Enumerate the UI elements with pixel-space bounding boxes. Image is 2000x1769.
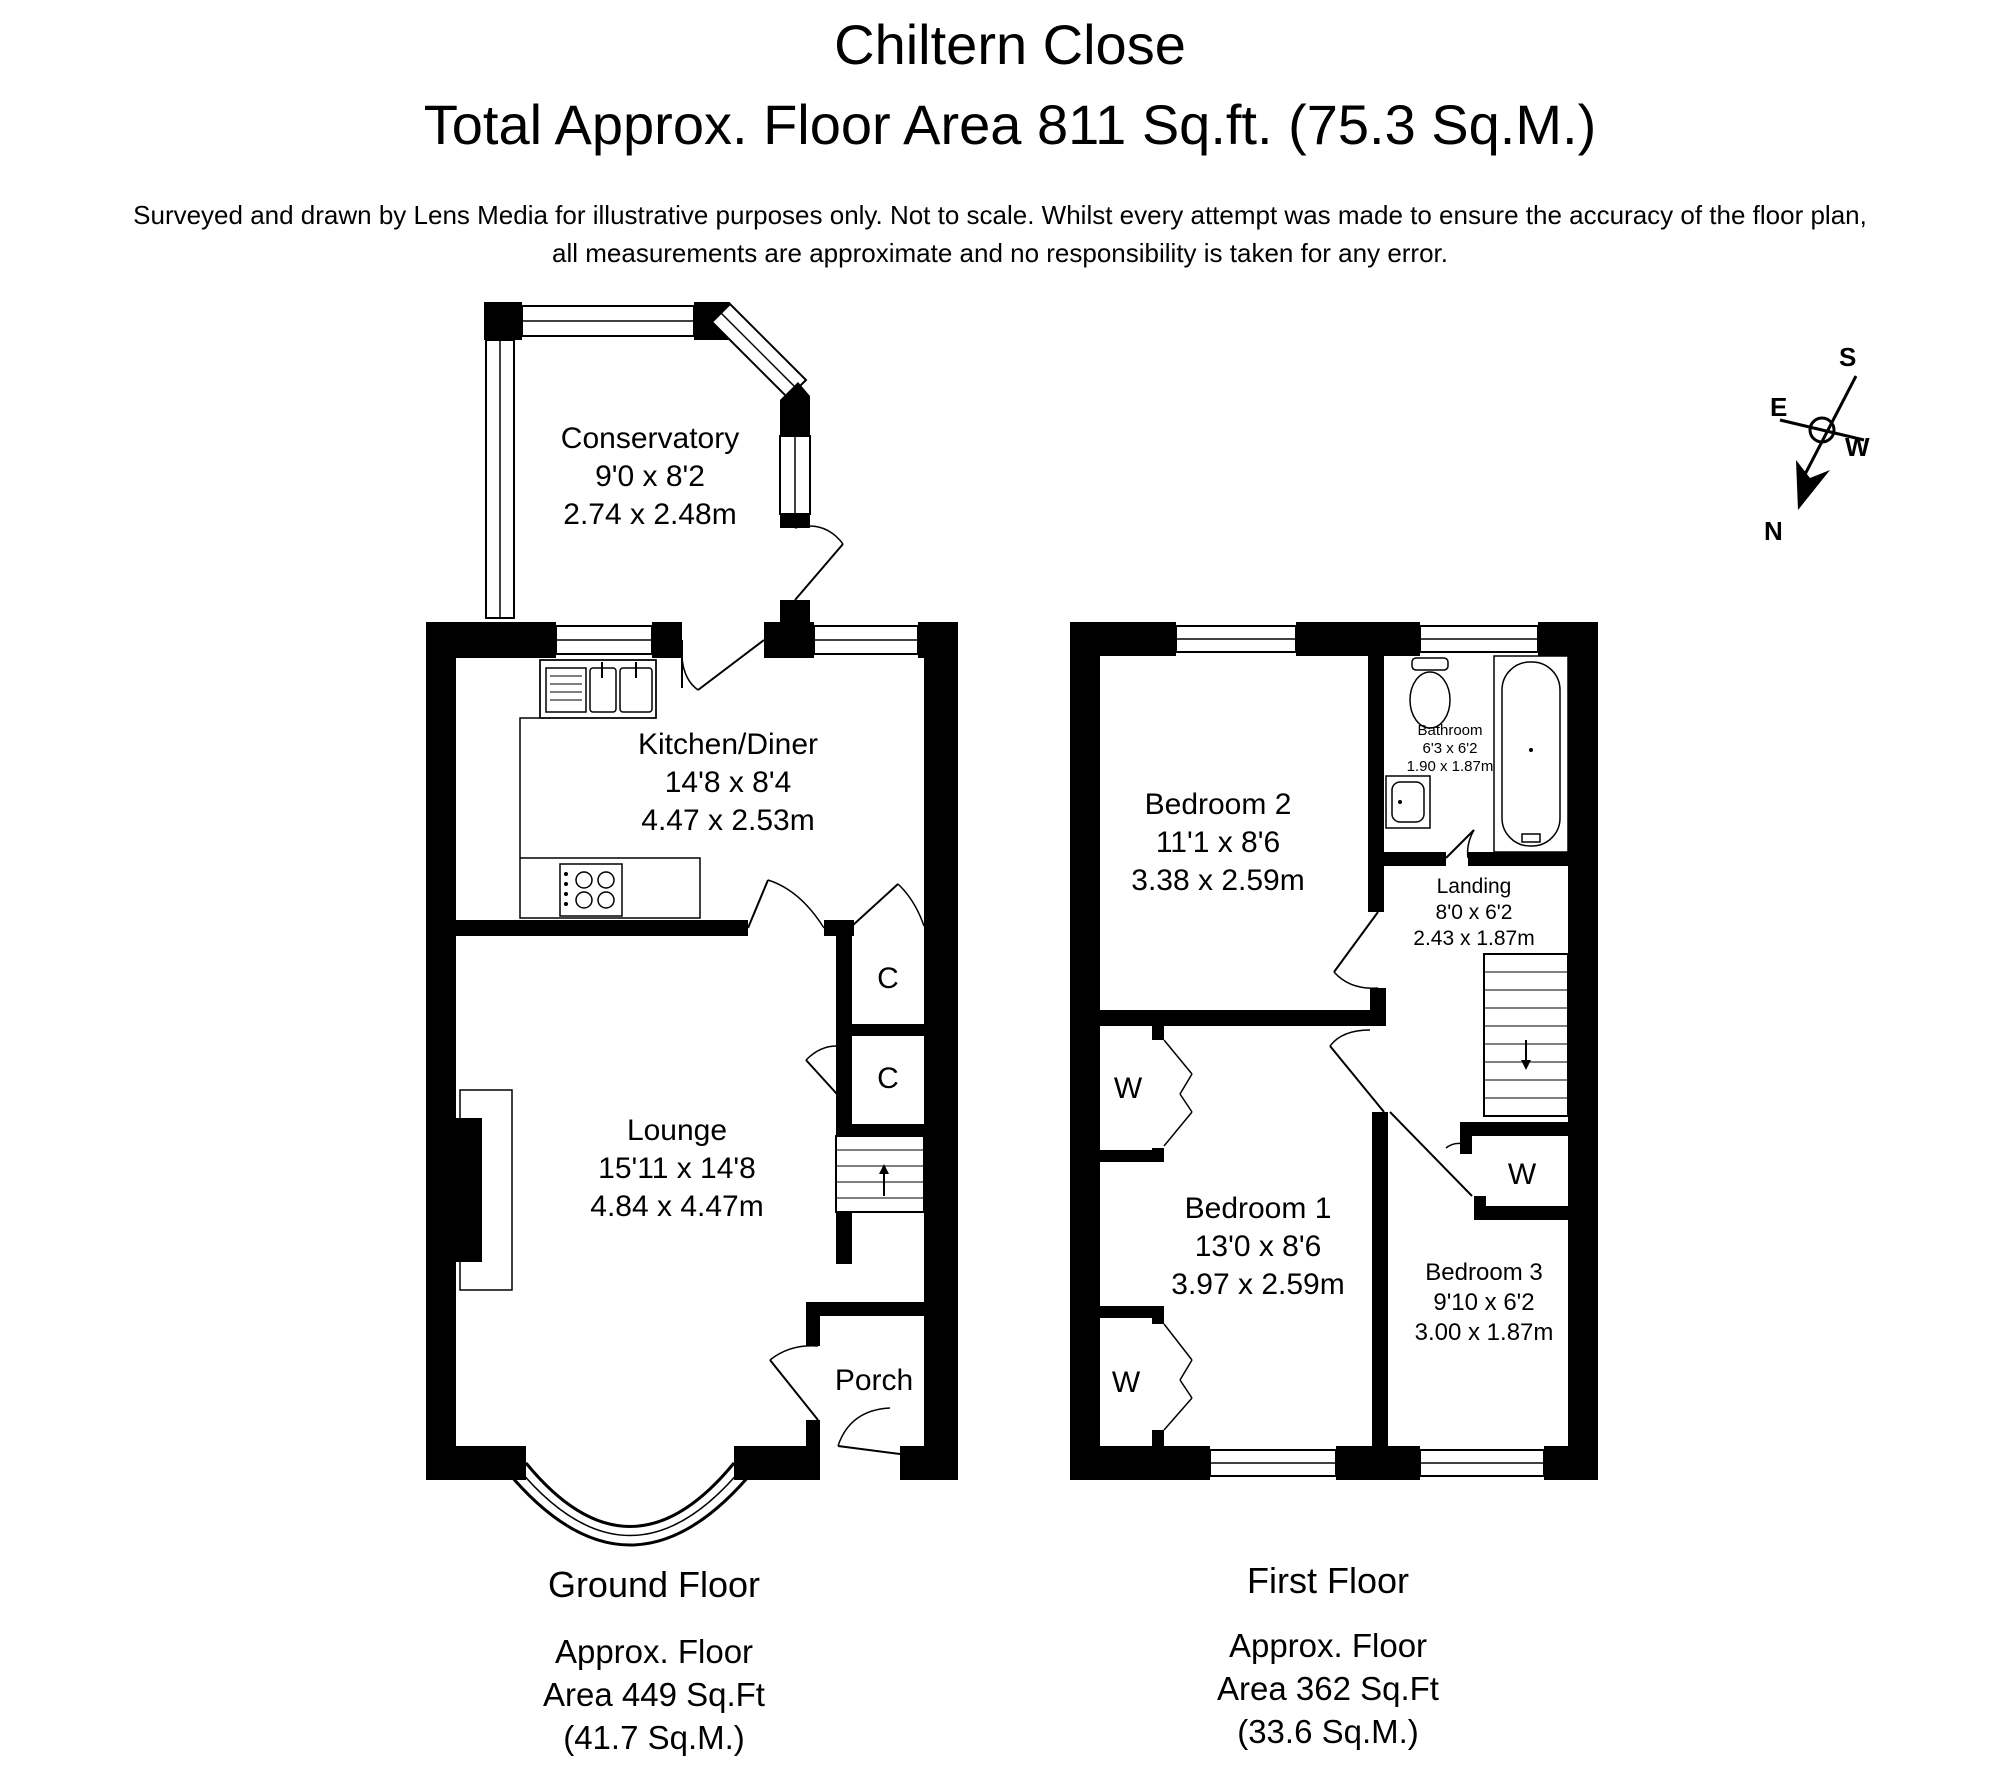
room-label-porch: Porch <box>834 1364 914 1397</box>
room-name: Conservatory <box>560 422 740 455</box>
room-label-bedroom-3: Bedroom 3 9'10 x 6'2 3.00 x 1.87m <box>1415 1258 1554 1348</box>
first-floor-area-line-2: Area 362 Sq.Ft <box>1217 1670 1439 1707</box>
first-floor-plan <box>1070 622 1598 1480</box>
basin <box>1385 775 1431 829</box>
room-dimensions-metric: 4.84 x 4.47m <box>590 1190 764 1223</box>
room-dimensions-imperial: 9'0 x 8'2 <box>595 460 705 493</box>
room-label-kitchen-diner: Kitchen/Diner 14'8 x 8'4 4.47 x 2.53m <box>638 726 818 840</box>
room-label-landing: Landing 8'0 x 6'2 2.43 x 1.87m <box>1413 874 1534 952</box>
room-label-wardrobe-1: W <box>1113 1072 1143 1105</box>
room-dimensions-imperial: 9'10 x 6'2 <box>1433 1289 1535 1316</box>
compass-s-label: S <box>1839 342 1857 372</box>
room-dimensions-imperial: 13'0 x 8'6 <box>1194 1230 1322 1263</box>
compass-n-label: N <box>1764 516 1783 546</box>
disclaimer-line-2: all measurements are approximate and no … <box>552 238 1448 268</box>
first-floor-area-line-1: Approx. Floor <box>1228 1627 1428 1664</box>
compass-w-label: W <box>1845 432 1870 462</box>
conservatory-walls <box>484 302 844 624</box>
room-label-bedroom-2: Bedroom 2 11'1 x 8'6 3.38 x 2.59m <box>1131 786 1304 900</box>
hob <box>559 863 623 917</box>
room-label-cupboard-2: C <box>877 1062 899 1095</box>
room-dimensions-imperial: 14'8 x 8'4 <box>664 766 792 799</box>
first-floor-area-line-3: (33.6 Sq.M.) <box>1237 1713 1419 1750</box>
compass-e-label: E <box>1770 392 1788 422</box>
disclaimer: Surveyed and drawn by Lens Media for ill… <box>10 196 1990 272</box>
room-name: Bedroom 3 <box>1425 1259 1543 1286</box>
sink-drainer <box>545 667 587 713</box>
ground-floor-walls <box>426 622 958 1547</box>
room-name: Kitchen/Diner <box>637 728 819 761</box>
room-name: Lounge <box>626 1114 728 1147</box>
room-dimensions-imperial: 8'0 x 6'2 <box>1435 901 1513 924</box>
room-name: Bedroom 1 <box>1184 1192 1332 1225</box>
first-floor-walls <box>1070 622 1598 1480</box>
room-dimensions-imperial: 6'3 x 6'2 <box>1422 740 1478 757</box>
compass-rose <box>1779 375 1865 510</box>
first-floor-area: Approx. Floor Area 362 Sq.Ft (33.6 Sq.M.… <box>1217 1624 1439 1753</box>
room-dimensions-metric: 4.47 x 2.53m <box>641 804 815 837</box>
room-label-cupboard-1: C <box>877 962 899 995</box>
room-dimensions-imperial: 11'1 x 8'6 <box>1155 826 1281 859</box>
kitchen-fittings <box>519 659 701 919</box>
room-name: Bathroom <box>1417 722 1483 739</box>
ground-floor-area-line-3: (41.7 Sq.M.) <box>563 1719 745 1756</box>
page-title: Chiltern Close <box>834 13 1186 76</box>
room-name: Landing <box>1436 875 1512 898</box>
room-label-bathroom: Bathroom 6'3 x 6'2 1.90 x 1.87m <box>1407 722 1494 776</box>
ground-floor-area-line-1: Approx. Floor <box>554 1633 754 1670</box>
room-dimensions-metric: 3.38 x 2.59m <box>1131 864 1305 897</box>
ground-floor-title: Ground Floor <box>547 1564 761 1605</box>
room-label-wardrobe-2: W <box>1111 1366 1141 1399</box>
room-dimensions-metric: 1.90 x 1.87m <box>1406 758 1494 775</box>
bathroom-fittings <box>1385 655 1569 853</box>
room-name: Bedroom 2 <box>1144 788 1292 821</box>
room-label-lounge: Lounge 15'11 x 14'8 4.84 x 4.47m <box>590 1112 763 1226</box>
first-floor-title: First Floor <box>1247 1560 1409 1601</box>
room-label-wardrobe-3: W <box>1507 1158 1537 1191</box>
room-label-bedroom-1: Bedroom 1 13'0 x 8'6 3.97 x 2.59m <box>1171 1190 1344 1304</box>
room-dimensions-metric: 2.74 x 2.48m <box>563 498 737 531</box>
ground-floor-area-line-2: Area 449 Sq.Ft <box>543 1676 765 1713</box>
room-label-conservatory: Conservatory 9'0 x 8'2 2.74 x 2.48m <box>561 420 739 534</box>
room-dimensions-imperial: 15'11 x 14'8 <box>598 1152 756 1185</box>
toilet <box>1409 671 1451 729</box>
room-dimensions-metric: 2.43 x 1.87m <box>1413 927 1535 950</box>
room-dimensions-metric: 3.97 x 2.59m <box>1171 1268 1345 1301</box>
bath <box>1493 655 1569 853</box>
room-dimensions-metric: 3.00 x 1.87m <box>1414 1319 1554 1346</box>
ground-floor-area: Approx. Floor Area 449 Sq.Ft (41.7 Sq.M.… <box>543 1630 765 1759</box>
ground-floor-plan <box>426 302 958 1547</box>
total-floor-area: Total Approx. Floor Area 811 Sq.ft. (75.… <box>423 93 1597 156</box>
disclaimer-line-1: Surveyed and drawn by Lens Media for ill… <box>133 200 1867 230</box>
